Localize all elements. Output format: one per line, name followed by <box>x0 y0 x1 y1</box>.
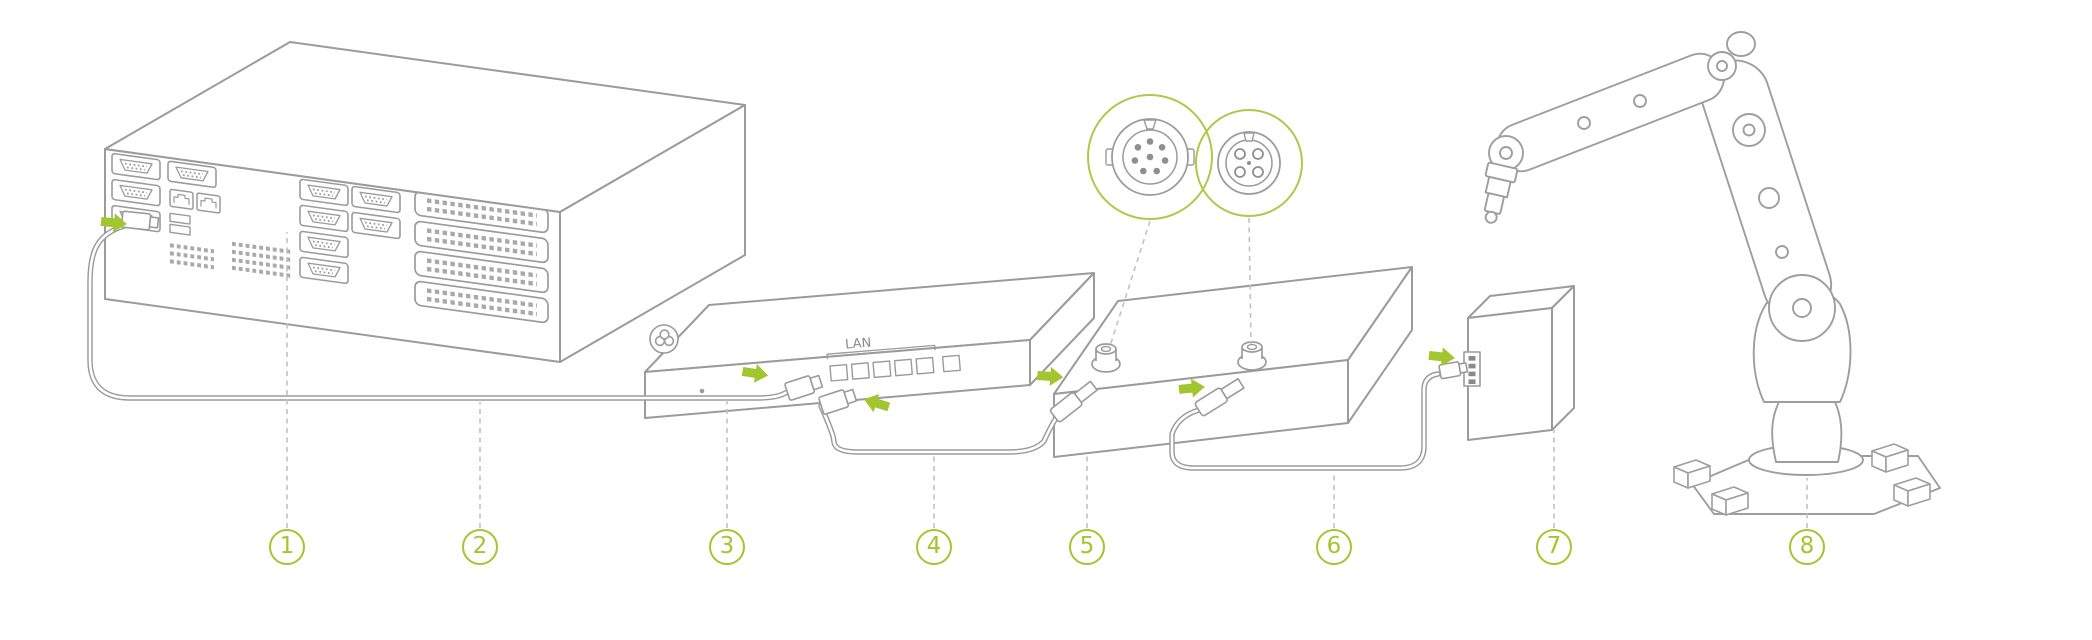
callout-leader-lines <box>286 232 1808 528</box>
connector-detail-8pin <box>1087 94 1213 220</box>
io-module <box>1463 285 1575 441</box>
pc-cable-plug <box>120 210 160 231</box>
robot-column <box>1771 401 1843 463</box>
controlbox-connector-left <box>1091 343 1121 373</box>
switch-led <box>699 388 705 394</box>
switch-plug-2 <box>818 388 858 415</box>
plugs <box>120 210 1469 423</box>
controlbox-connector-right <box>1237 341 1267 371</box>
pc-side-face <box>559 104 746 363</box>
robot-end-effector <box>1483 161 1519 224</box>
cables <box>87 223 1441 471</box>
pc-front-panel <box>111 152 548 323</box>
robot-elbow-motor <box>1726 31 1756 57</box>
controlbox-plug-right <box>1194 377 1245 417</box>
detail-leader-4pin <box>1248 217 1252 345</box>
usb-port <box>169 212 191 225</box>
connector-details <box>1087 94 1303 347</box>
controlbox-plug-left <box>1049 380 1098 423</box>
lan-ports: LAN <box>826 336 961 382</box>
industrial-pc <box>104 41 746 363</box>
lan-bracket <box>826 344 936 360</box>
usb-port <box>169 223 191 236</box>
robot-arm <box>1483 31 1941 516</box>
io-module-side-face <box>1551 285 1575 431</box>
robot-forearm <box>1495 52 1725 173</box>
vent-grid <box>170 241 292 278</box>
cable-switch-to-controlbox <box>818 403 1059 455</box>
detail-leader-8pin <box>1109 220 1151 347</box>
connector-detail-4pin <box>1195 109 1303 217</box>
io-module-plug <box>1438 361 1469 380</box>
io-module-front-face <box>1467 307 1553 441</box>
switch-logo-icon <box>649 324 679 354</box>
switch-plug-1 <box>784 374 824 401</box>
lan-label: LAN <box>845 336 872 353</box>
